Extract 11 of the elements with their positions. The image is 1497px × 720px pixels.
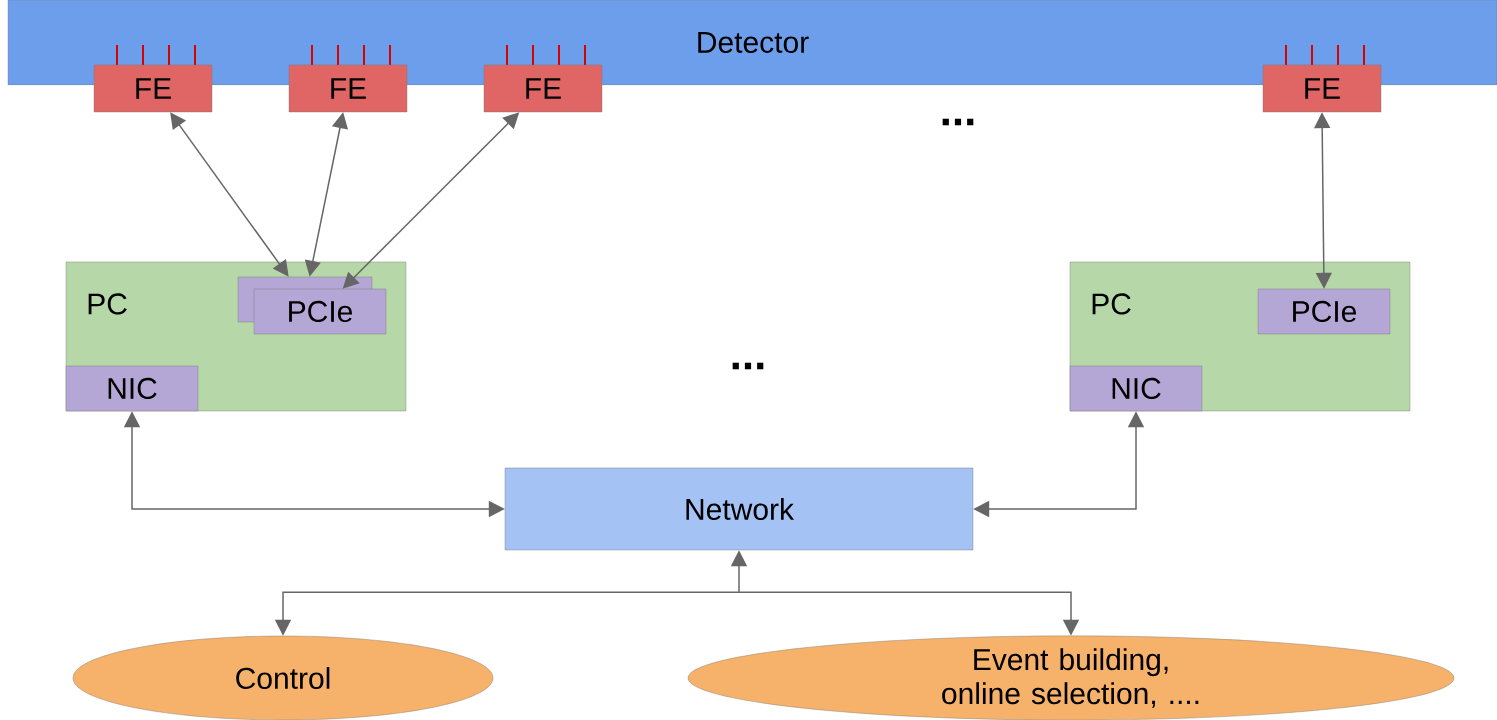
card-box: PCIe	[253, 288, 387, 335]
ellipsis: ...	[732, 362, 764, 370]
nic-box: NIC	[1069, 365, 1203, 412]
card-box: PCIe	[1257, 288, 1391, 335]
network-box: Network	[504, 467, 974, 551]
nic-box: NIC	[65, 365, 199, 412]
front-end-box: FE	[1262, 44, 1382, 113]
front-end-box: FE	[288, 44, 408, 113]
front-end-box: FE	[483, 44, 603, 113]
front-end-box: FE	[93, 44, 213, 113]
arrow	[170, 112, 289, 277]
